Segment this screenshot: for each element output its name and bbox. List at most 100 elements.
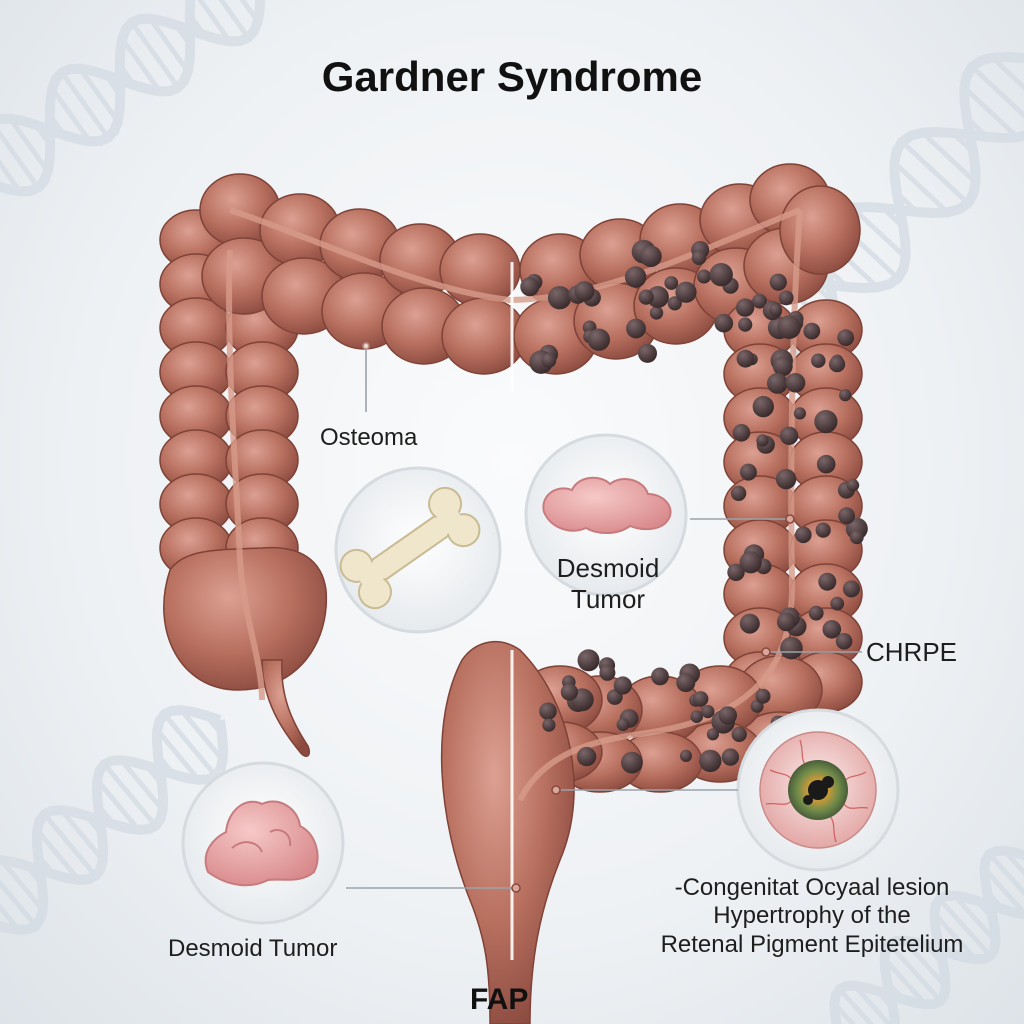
dna-rung [117,63,137,87]
polyp [560,683,579,701]
dna-rung [197,0,232,43]
dna-rung [885,980,905,1001]
dna-rung [204,713,224,737]
polyp [736,349,755,368]
dna-rung [35,828,81,882]
polyp [651,667,669,686]
polyp [730,485,747,501]
polyp [837,329,855,347]
dna-rung [837,987,875,1024]
dna-rung [96,803,116,827]
polyp [838,507,855,525]
dna-rung [155,728,201,782]
dna-rung [8,117,50,173]
dna-rung [47,113,67,137]
dna-rung [990,55,1024,91]
dna-rung [850,205,908,260]
polyp [599,664,616,681]
dna-rung [832,1001,857,1024]
dna-rung [875,989,895,1010]
desmoid-tumor-icon [204,800,319,887]
polyp [714,313,734,333]
polyp [769,303,783,317]
polyp [664,276,679,290]
taenia-band [226,249,265,701]
appendix [261,659,311,757]
polyp [739,613,760,634]
fap-polyps [520,239,868,774]
desmoid-tumor-left-label: Desmoid Tumor [168,935,338,962]
dna-rung [129,20,181,90]
polyp [587,328,610,351]
desmoid-label-line: Desmoid [556,553,660,583]
polyp [793,407,807,420]
dna-rung [902,938,948,989]
osteoma-inset [334,466,502,634]
bone-icon [339,486,481,610]
dna-rung [148,17,190,73]
dna-rung [36,853,56,877]
chrpe-label: CHRPE [866,637,958,667]
polyp [718,706,737,725]
polyp [679,749,693,763]
dna-rung [59,70,111,140]
polyp [547,286,572,310]
polyp [574,281,595,302]
dna-rung [239,0,260,23]
polyp [830,596,845,611]
polyp [690,710,703,723]
dna-rung [179,708,225,762]
dna-rung [78,67,120,123]
polyp [818,572,837,591]
dna-rung [887,942,943,1003]
polyp [785,373,806,393]
dna-strand [829,890,1024,1024]
cecum [163,546,328,691]
dna-rung [892,160,950,215]
polyp [626,318,646,339]
desmoid-left-inset [181,761,345,925]
chrpe-description: -Congenitat Ocyaal lesion Hypertrophy of… [612,874,1012,959]
dna-rung [925,944,945,965]
desmoid-label-line: Tumor [570,583,646,614]
polyp [811,353,826,368]
polyp [727,563,745,581]
dna-rung [920,130,978,185]
fap-label: FAP [470,983,529,1016]
dna-strand [0,719,229,885]
desmoid-tumor-center-label: Desmoid Tumor [530,553,686,614]
polyp [691,250,707,265]
dna-rung [120,37,162,93]
polyp [735,298,755,317]
polyp [808,605,824,621]
osteoma-label: Osteoma [320,424,418,451]
polyp [780,636,803,660]
taenia-band [517,209,803,802]
dna-rung [95,778,141,832]
dna-rung [0,159,22,193]
chrpe-description-line: -Congenitat Ocyaal lesion [674,874,950,901]
dna-rung [33,123,53,147]
dna-rung [975,899,995,920]
dna-rung [173,23,193,47]
dna-rung [952,893,998,944]
dna-rung [965,116,989,139]
dna-rung [937,897,993,958]
polyp [752,395,774,418]
dna-rung [102,762,158,828]
polyp [767,373,788,394]
polyp [739,551,762,574]
dna-rung [895,191,919,214]
dna-rung [970,64,1024,119]
dna-rung [0,903,21,932]
dna-rung [900,139,970,206]
dna-strand [0,0,266,147]
desmoid-tumor-icon [542,476,672,534]
rectum [440,641,575,1024]
polyp [755,688,771,704]
polyp [709,263,733,287]
polyp [776,612,796,632]
dna-rung [0,858,45,912]
polyp [731,726,747,742]
